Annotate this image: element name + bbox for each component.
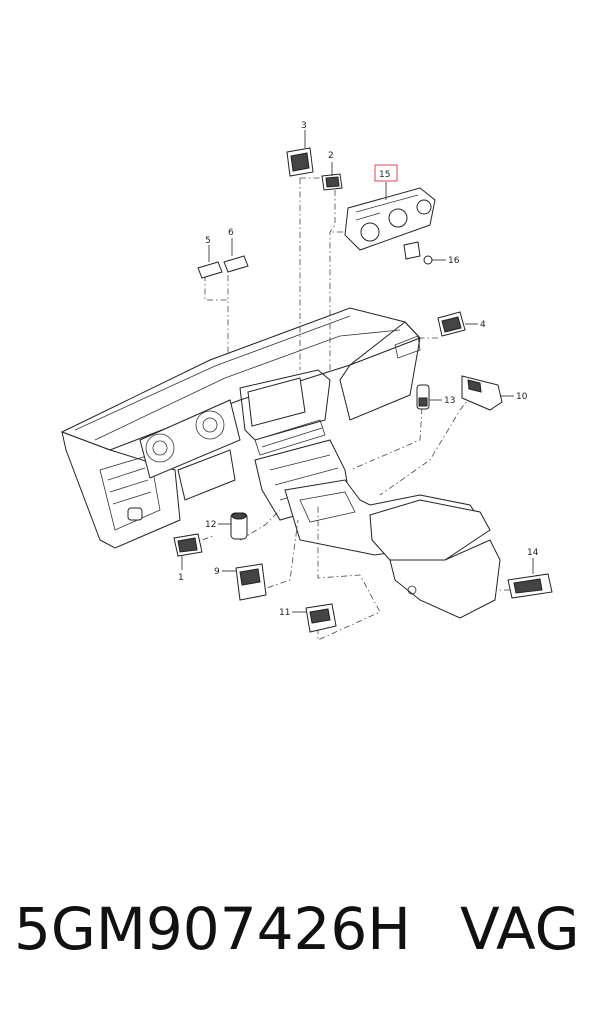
part-number: 5GM907426H <box>14 895 411 963</box>
part-4-switch <box>437 311 466 337</box>
dashboard-assembly <box>60 307 501 619</box>
callout-labels: 3 2 15 16 5 6 4 13 10 12 1 9 11 14 <box>178 121 539 618</box>
part-5-cover <box>197 261 223 279</box>
part-12-socket <box>230 512 248 540</box>
callout-1: 1 <box>178 573 184 583</box>
callout-leaders <box>181 130 534 613</box>
footer: 5GM907426H VAG <box>0 895 600 985</box>
part-1-switch <box>173 533 203 557</box>
callout-6: 6 <box>228 228 234 238</box>
part-11-switch <box>305 603 337 633</box>
callout-11: 11 <box>279 608 290 618</box>
part-14-switch <box>507 573 553 599</box>
callout-9: 9 <box>214 567 220 577</box>
callout-12: 12 <box>205 520 216 530</box>
callout-5: 5 <box>205 236 211 246</box>
callout-3: 3 <box>301 121 307 131</box>
dash-leaders <box>189 177 510 641</box>
part-6-cover <box>223 255 249 273</box>
part-16-clip <box>403 241 433 265</box>
callout-10: 10 <box>516 392 528 402</box>
callout-15-highlight <box>374 164 398 182</box>
part-9-switch <box>235 563 267 601</box>
part-13-socket <box>416 384 430 410</box>
callout-2: 2 <box>328 151 334 161</box>
part-10-switch-panel <box>461 375 503 411</box>
part-2-switch <box>321 173 343 191</box>
parts-diagram: 3 2 15 16 5 6 4 13 10 12 1 9 11 14 <box>60 121 553 641</box>
callout-14: 14 <box>527 548 539 558</box>
part-3-switch <box>286 147 314 177</box>
brand-label: VAG <box>460 895 580 963</box>
part-15-climate-control <box>344 187 436 251</box>
callout-4: 4 <box>480 320 486 330</box>
callout-16: 16 <box>448 256 460 266</box>
callout-15: 15 <box>379 170 390 180</box>
callout-13: 13 <box>444 396 455 406</box>
